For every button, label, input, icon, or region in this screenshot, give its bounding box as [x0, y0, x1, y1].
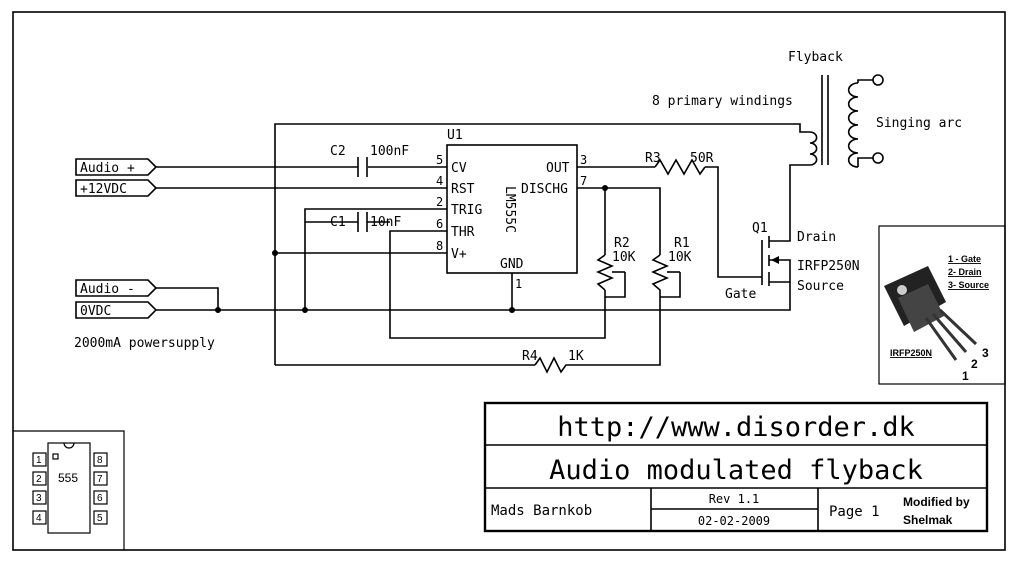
- potentiometer-r2: R2 10K: [595, 236, 636, 298]
- title-url: http://www.disorder.dk: [557, 412, 915, 443]
- port-audio-plus: Audio +: [75, 158, 158, 176]
- dip-pin: 3: [36, 493, 42, 504]
- resistor-r4: R4 1K: [522, 349, 584, 374]
- pin-dischg: DISCHG: [521, 182, 568, 197]
- dip-label: 555: [58, 471, 78, 485]
- ic-lm555c: U1 CV RST TRIG THR V+ OUT DISCHG GND LM5…: [436, 128, 587, 291]
- q1-drain-label: Drain: [797, 230, 836, 245]
- title-block: http://www.disorder.dk Audio modulated f…: [483, 401, 989, 533]
- title-rev: Rev 1.1: [709, 492, 760, 506]
- pin-thr: THR: [451, 225, 475, 240]
- flyback-transformer: Flyback 8 primary windings Singing arc: [652, 50, 962, 168]
- pinout-n1: 1: [962, 369, 969, 383]
- pin-num-1: 1: [515, 277, 522, 291]
- to247-package-icon: [884, 266, 978, 361]
- port-audio-minus: Audio -: [75, 279, 158, 297]
- dip-pinout-box: 555 1 2 3 4 8 7 6 5: [13, 430, 125, 550]
- dip-pin: 4: [36, 513, 42, 524]
- flyback-title: Flyback: [788, 50, 843, 65]
- title-modifier: Shelmak: [903, 513, 953, 527]
- title-page: Page 1: [829, 504, 880, 520]
- pinout-part-label: IRFP250N: [890, 348, 932, 358]
- port-0vdc-label: 0VDC: [80, 304, 111, 319]
- port-audio-minus-label: Audio -: [80, 282, 135, 297]
- potentiometer-r1: R1 10K: [650, 236, 692, 298]
- c2-value: 100nF: [370, 144, 409, 159]
- r2-value: 10K: [612, 250, 636, 265]
- q1-part: IRFP250N: [797, 259, 860, 274]
- pin-out: OUT: [546, 161, 570, 176]
- ic-ref: U1: [447, 128, 463, 143]
- pin-num-7: 7: [580, 174, 587, 188]
- dip-pin: 1: [36, 455, 42, 466]
- ic-part: LM555C: [502, 186, 517, 233]
- flyback-secondary-label: Singing arc: [876, 116, 962, 131]
- pin-vplus: V+: [451, 247, 467, 262]
- resistor-r3: R3 50R: [645, 151, 714, 176]
- c2-ref: C2: [330, 144, 346, 159]
- mosfet-pinout-box: 1 - Gate 2- Drain 3- Source IRFP250N 1 2…: [878, 225, 1006, 385]
- c1-ref: C1: [330, 215, 346, 230]
- pin-gnd: GND: [500, 257, 524, 272]
- c1-value: 10nF: [370, 215, 401, 230]
- title-author: Mads Barnkob: [491, 503, 592, 519]
- pinout-n2: 2: [971, 357, 978, 371]
- pin-num-2: 2: [436, 195, 443, 209]
- r4-ref: R4: [522, 349, 538, 364]
- r3-value: 50R: [690, 151, 714, 166]
- pin-num-8: 8: [436, 239, 443, 253]
- pin-num-6: 6: [436, 217, 443, 231]
- flyback-primary-label: 8 primary windings: [652, 94, 793, 109]
- pinout-source: 3- Source: [948, 280, 989, 290]
- r1-value: 10K: [668, 250, 692, 265]
- r3-ref: R3: [645, 151, 661, 166]
- title-main: Audio modulated flyback: [549, 455, 923, 486]
- port-12vdc-label: +12VDC: [80, 182, 127, 197]
- pin-num-4: 4: [436, 174, 443, 188]
- r4-value: 1K: [568, 349, 584, 364]
- dip-pin: 5: [97, 513, 103, 524]
- port-audio-plus-label: Audio +: [80, 161, 135, 176]
- dip-right-pins: 8 7 6 5: [93, 452, 108, 525]
- q1-gate-label: Gate: [725, 287, 756, 302]
- capacitor-c1: C1 10nF: [305, 212, 401, 232]
- pin-rst: RST: [451, 182, 475, 197]
- r1-ref: R1: [674, 236, 690, 251]
- pin-cv: CV: [451, 161, 467, 176]
- dip-pin: 2: [36, 474, 42, 485]
- q1-ref: Q1: [752, 221, 768, 236]
- power-note: 2000mA powersupply: [74, 336, 215, 351]
- pinout-gate: 1 - Gate: [948, 254, 981, 264]
- pin-trig: TRIG: [451, 203, 482, 218]
- r2-ref: R2: [614, 236, 630, 251]
- title-modified-by: Modified by: [903, 495, 970, 509]
- mosfet-q1: Q1 Drain IRFP250N Source Gate: [725, 221, 860, 302]
- junction-dots: [215, 185, 608, 313]
- dip-pin: 6: [97, 493, 103, 504]
- capacitor-c2: C2 100nF: [330, 144, 409, 177]
- pin-num-5: 5: [436, 153, 443, 167]
- title-date: 02-02-2009: [698, 514, 770, 528]
- dip-pin: 7: [97, 474, 103, 485]
- dip-pin: 8: [97, 455, 103, 466]
- pinout-drain: 2- Drain: [948, 267, 982, 277]
- q1-source-label: Source: [797, 279, 844, 294]
- port-0vdc: 0VDC: [75, 301, 158, 319]
- dip-left-pins: 1 2 3 4: [32, 452, 47, 525]
- pin-num-3: 3: [580, 153, 587, 167]
- port-12vdc: +12VDC: [75, 179, 158, 197]
- pinout-n3: 3: [982, 346, 989, 360]
